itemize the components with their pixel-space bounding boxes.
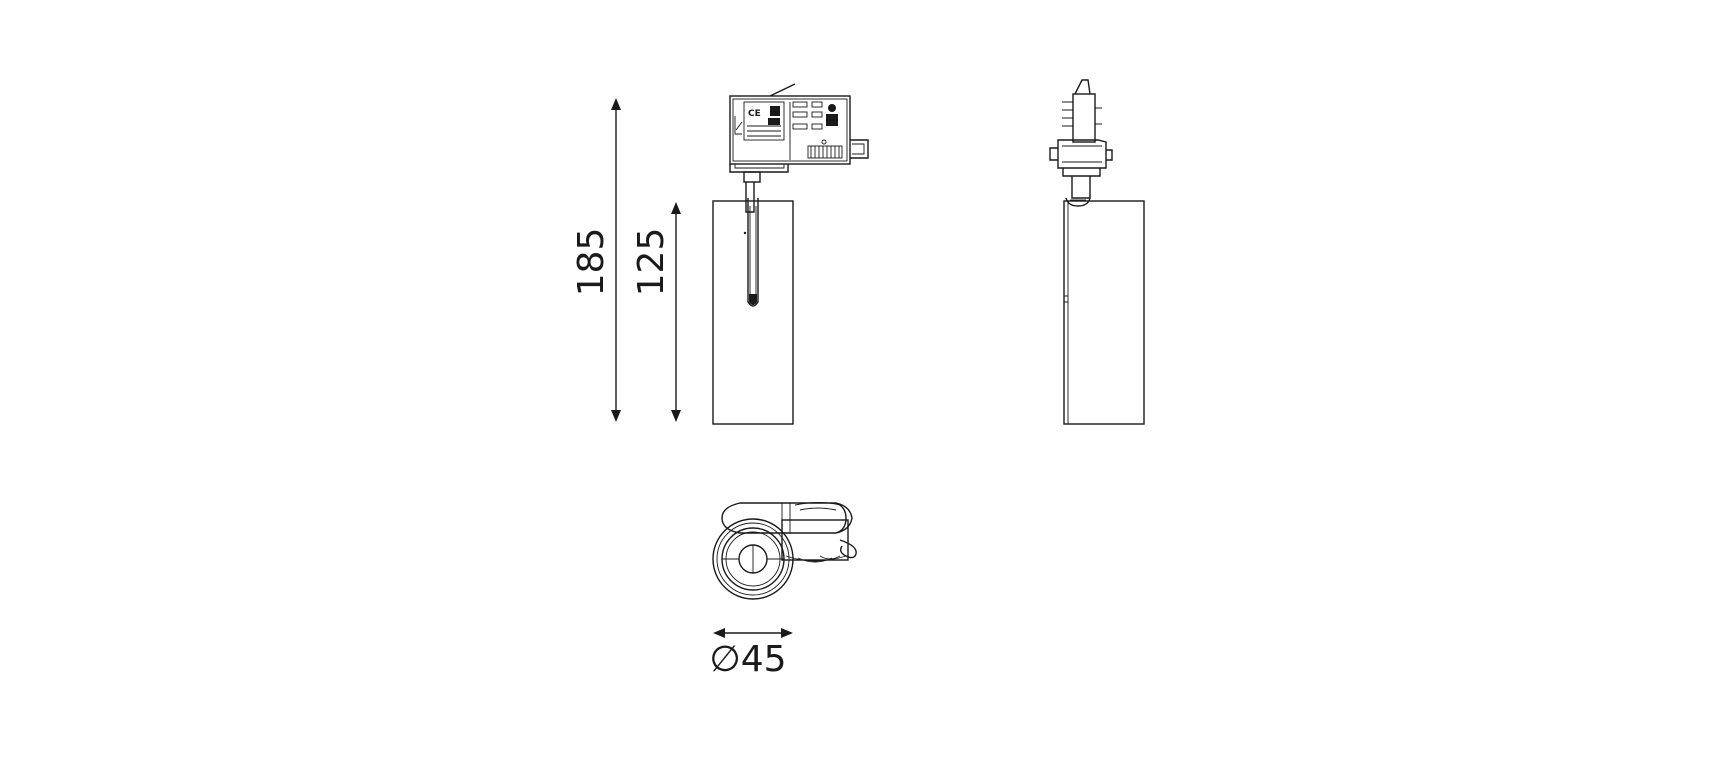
diameter-label: ∅45 (709, 639, 786, 680)
rating-icon (768, 118, 780, 125)
front-lamp-body (712, 200, 794, 425)
top-lamp-outer-ring (712, 518, 794, 600)
side-view (1049, 79, 1145, 425)
diameter-value: 45 (741, 639, 787, 680)
warning-icon (828, 104, 836, 112)
front-track-adapter: CE (729, 83, 869, 173)
approval-icon (826, 114, 838, 126)
dimension-overall-height: 185 (571, 98, 621, 422)
side-lamp-body (1063, 200, 1145, 425)
ce-mark: CE (748, 109, 761, 119)
top-view (712, 502, 857, 600)
side-track-adapter (1049, 79, 1113, 177)
product-label-plate (743, 101, 785, 141)
front-view: CE (712, 83, 869, 425)
body-height-label: 125 (631, 228, 672, 297)
front-stem (743, 171, 761, 307)
dimension-diameter: ∅45 (709, 628, 793, 680)
overall-height-label: 185 (571, 228, 612, 297)
diameter-symbol: ∅ (709, 639, 740, 680)
certification-icon (770, 106, 780, 116)
dimension-body-height: 125 (631, 202, 681, 422)
